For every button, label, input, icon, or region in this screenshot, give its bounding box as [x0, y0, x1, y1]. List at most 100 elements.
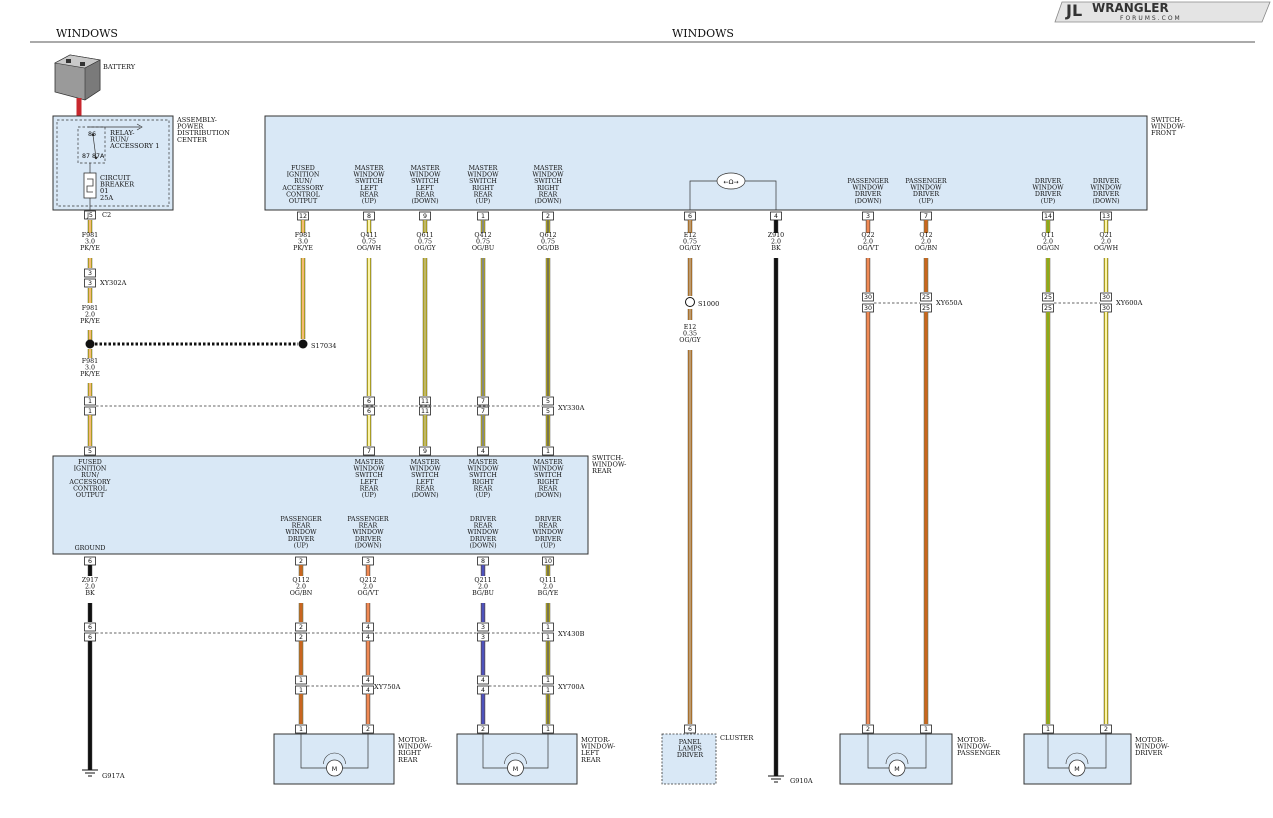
wire-label-q611: 0.75 — [418, 239, 432, 246]
relay-pin-87: 87 — [82, 153, 90, 160]
rear-label-prwu: (UP) — [294, 542, 308, 549]
rear-label-mlru: WINDOW — [353, 466, 385, 473]
front-pin-front_14-label: 14 — [1044, 213, 1052, 220]
motor-pin-q22 — [862, 724, 874, 734]
front-label-pwdd: WINDOW — [852, 185, 884, 192]
wire-label-q212: Q212 — [359, 577, 376, 584]
front-pin-front_4-label: 4 — [774, 213, 778, 220]
x330-pin-q612-a-label: 5 — [546, 398, 550, 405]
x430-pin-q211-b-label: 3 — [481, 634, 485, 641]
rear-label-drwu: WINDOW — [532, 529, 564, 536]
wire-label-q11: Q11 — [1041, 232, 1054, 239]
battery-label: BATTERY — [103, 63, 136, 71]
rear-pin-q612-label: 1 — [546, 448, 550, 455]
wire-label-z910: BK — [771, 245, 781, 252]
led-icon — [716, 172, 746, 190]
wire-label-q21: Q21 — [1099, 232, 1112, 239]
rear-label-drwu: REAR — [539, 523, 558, 530]
logo-mark: JL — [1065, 1, 1082, 20]
x330-pin-q411-a-label: 6 — [367, 398, 371, 405]
breaker-label: BREAKER — [100, 181, 135, 189]
ground-g910a-label: G910A — [790, 777, 813, 785]
x330-pin-q611-a-label: 11 — [421, 398, 429, 405]
pdc-inner — [56, 119, 170, 207]
wire-label-q411: OG/WH — [357, 245, 382, 252]
cluster-pin-6-label: 6 — [688, 726, 692, 733]
breaker-label: 25A — [100, 194, 113, 202]
rear-label-prwu: WINDOW — [285, 529, 317, 536]
motor-pin-q12-label: 1 — [924, 726, 928, 733]
wire-label-f981-a: F981 — [82, 232, 98, 239]
wire-label-f981-c: F981 — [82, 358, 98, 365]
motor-pin-q22-label: 2 — [866, 726, 870, 733]
motor-pin-mrr_1 — [295, 724, 307, 734]
relay-label: RUN/ — [110, 136, 129, 144]
rear-label-drwd: (DOWN) — [469, 542, 496, 549]
x430-pin-z917-b-label: 6 — [88, 634, 92, 641]
cluster-inner-label: DRIVER — [677, 752, 703, 759]
wire-label-q611: OG/GY — [414, 245, 436, 252]
wire-label-q211: 2.0 — [478, 584, 488, 591]
front-label-mrru: WINDOW — [467, 172, 499, 179]
x430-pin-q211-a — [477, 622, 489, 632]
front-label-pwdd: PASSENGER — [847, 178, 888, 185]
x330-pin-q411-b-label: 6 — [367, 408, 371, 415]
motor-window-passenger-label: MOTOR- — [957, 736, 986, 744]
connector-xy330a: XY330A — [558, 404, 585, 412]
rear-pin-q412 — [477, 446, 489, 456]
front-label-pwdu: WINDOW — [910, 185, 942, 192]
front-label-fused: OUTPUT — [289, 198, 318, 205]
rear-label-mlrd: REAR — [416, 485, 435, 492]
cluster-inner-label: PANEL — [679, 739, 702, 746]
rear-pin-q411 — [363, 446, 375, 456]
wire-label-q211: BG/BU — [472, 590, 495, 597]
wire-label-e12-a: OG/GY — [679, 245, 701, 252]
motor-pin-q21-label: 2 — [1104, 726, 1108, 733]
motor-window-right-rear — [273, 733, 395, 785]
rear-label-prwd: WINDOW — [352, 529, 384, 536]
xy-pin-q22-a-label: 30 — [864, 294, 872, 301]
page-title-center: WINDOWS — [672, 27, 734, 40]
rear-bottom-pin-rear_2-label: 2 — [299, 558, 303, 565]
rear-pin-5-label: 5 — [88, 448, 92, 455]
wire-label-f981-c: PK/YE — [80, 371, 100, 378]
wire-label-q112: Q112 — [292, 577, 309, 584]
x330-pin-q611-b-label: 11 — [421, 408, 429, 415]
rear-label-drwu: DRIVER — [535, 536, 561, 543]
wire-label-e12-a: E12 — [684, 232, 697, 239]
front-pin-front_8-label: 8 — [367, 213, 371, 220]
motor-window-right-rear-motor-symbol: M — [332, 766, 337, 773]
front-label-mlrd: MASTER — [411, 165, 440, 172]
connector-xy600a: XY600A — [1116, 299, 1143, 307]
motor-window-passenger-motor-symbol: M — [894, 766, 899, 773]
front-label-fused: IGNITION — [287, 172, 320, 179]
rear-label-mlru: REAR — [360, 485, 379, 492]
pdc-label: ASSEMBLY- — [176, 116, 217, 124]
wire-label-q412: 0.75 — [476, 239, 490, 246]
rear-label-mlrd: MASTER — [411, 459, 440, 466]
wire-label-q22: OG/VT — [857, 245, 879, 252]
rear-label-mrru: WINDOW — [467, 466, 499, 473]
motor-window-left-rear-label: MOTOR- — [581, 736, 610, 744]
front-label-dwdd: DRIVER — [1093, 178, 1119, 185]
motor-window-driver-motor-symbol: M — [1074, 766, 1079, 773]
front-label-fused: ACCESSORY — [281, 185, 324, 192]
rear-bottom-pin-rear_8-label: 8 — [481, 558, 485, 565]
xy-pin-q11-a — [1042, 292, 1054, 302]
x430-pin-q212-a-label: 4 — [366, 624, 370, 631]
xy-pin-mlr_2-a — [477, 675, 489, 685]
wire-label-q411: 0.75 — [362, 239, 376, 246]
led-circuit — [689, 180, 777, 210]
motor-window-driver-motor-icon — [1068, 759, 1086, 777]
motor-window-passenger-label: PASSENGER — [957, 749, 1001, 757]
wire-label-q611: Q611 — [416, 232, 433, 239]
relay-label: ACCESSORY 1 — [109, 142, 159, 150]
front-label-mrru: RIGHT — [472, 185, 495, 192]
connector-c2-label: C2 — [102, 211, 111, 219]
rear-label-mlrd: LEFT — [416, 479, 434, 486]
front-label-mlru: (UP) — [362, 198, 376, 205]
motor-window-driver-label: DRIVER — [1135, 749, 1163, 757]
x330-pin-q611-a — [419, 396, 431, 406]
rear-label-prwd: DRIVER — [355, 536, 381, 543]
